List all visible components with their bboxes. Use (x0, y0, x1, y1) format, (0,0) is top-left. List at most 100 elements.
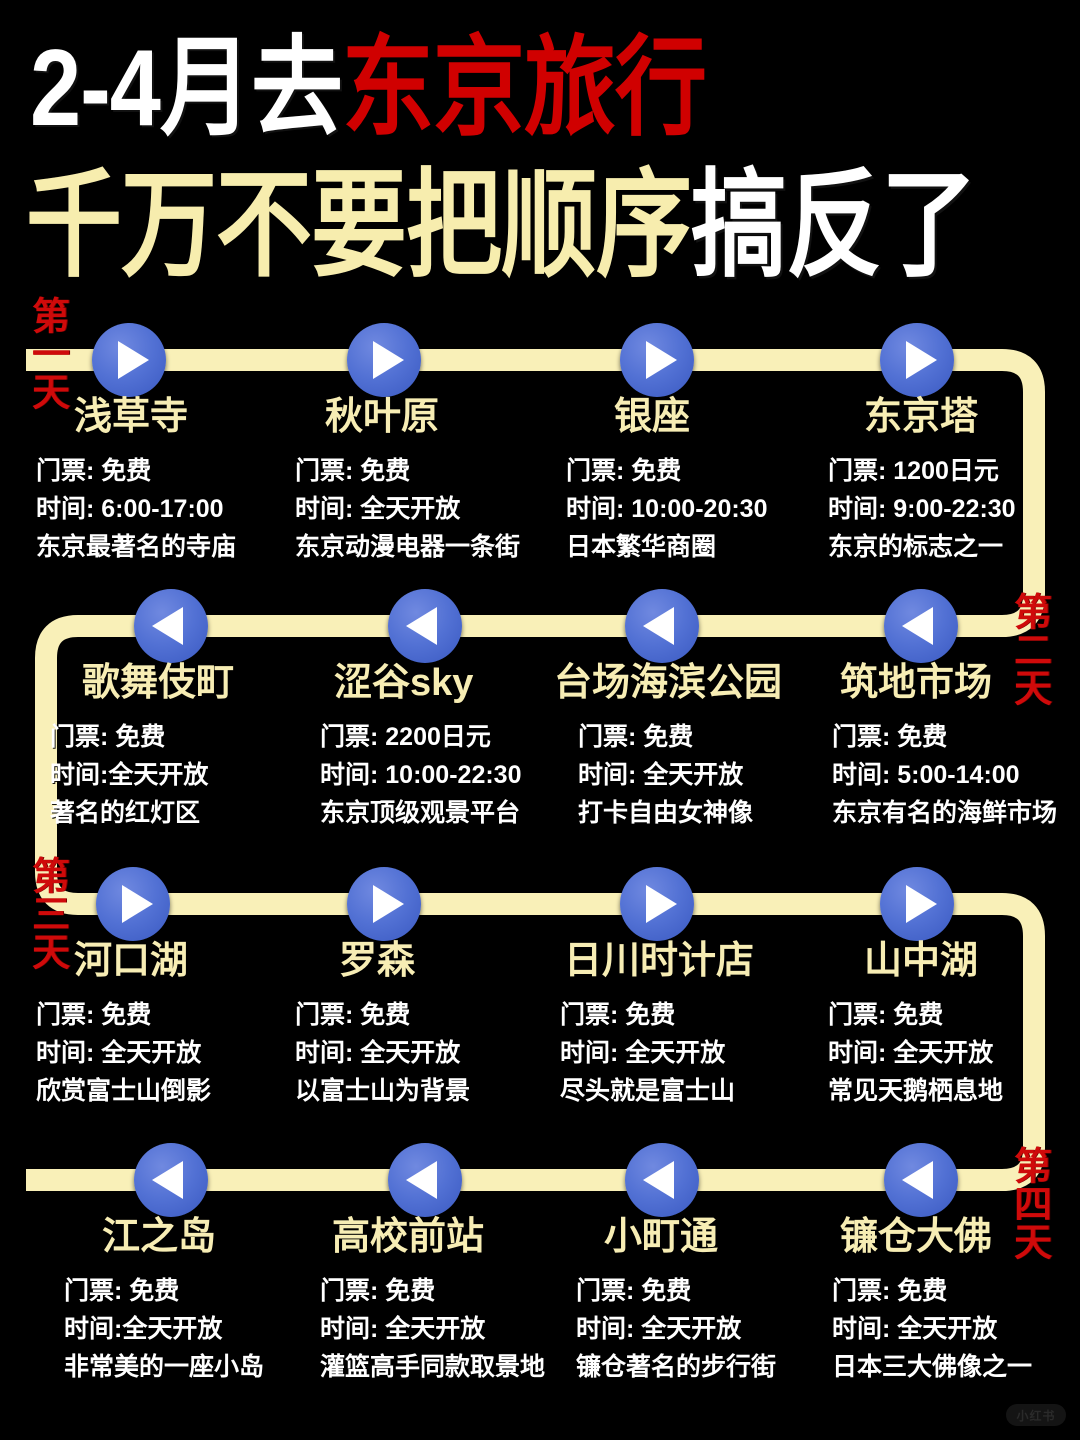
play-right-icon (645, 885, 677, 923)
stop-node-play-10[interactable] (347, 867, 421, 941)
stop-hours: 时间: 全天开放 (36, 1038, 202, 1067)
stop-node-play-11[interactable] (620, 867, 694, 941)
stop-node-back-7[interactable] (625, 589, 699, 663)
stop-name: 秋叶原 (325, 396, 440, 438)
stop-node-play-3[interactable] (620, 323, 694, 397)
stop-name: 江之岛 (102, 1216, 217, 1258)
stop-card[interactable]: 高校前站 门票: 免费 时间: 全天开放 灌篮高手同款取景地 (320, 1217, 578, 1386)
play-left-icon (642, 607, 674, 645)
headline-line1-red: 东京旅行 (341, 28, 707, 149)
play-right-icon (905, 341, 937, 379)
stop-note: 常见天鹅栖息地 (828, 1076, 1004, 1105)
stop-node-back-5[interactable] (134, 589, 208, 663)
play-right-icon (121, 885, 153, 923)
stop-hours: 时间: 全天开放 (560, 1038, 726, 1067)
headline-line2-white: 搞反了 (691, 160, 977, 292)
stop-hours: 时间: 全天开放 (832, 1314, 998, 1343)
stop-node-back-13[interactable] (134, 1143, 208, 1217)
stop-name: 河口湖 (74, 940, 189, 982)
stop-hours: 时间: 10:00-22:30 (320, 760, 522, 789)
play-right-icon (905, 885, 937, 923)
play-right-icon (117, 341, 149, 379)
stop-node-play-4[interactable] (880, 323, 954, 397)
stop-card[interactable]: 歌舞伎町 门票: 免费 时间:全天开放 著名的红灯区 (50, 662, 308, 832)
stop-node-back-8[interactable] (884, 589, 958, 663)
stop-note: 镰仓著名的步行街 (576, 1352, 777, 1381)
stop-ticket: 门票: 1200日元 (828, 456, 999, 485)
stop-card[interactable]: 山中湖 门票: 免费 时间: 全天开放 常见天鹅栖息地 (828, 940, 1080, 1110)
stop-node-play-2[interactable] (347, 323, 421, 397)
stop-note: 非常美的一座小岛 (64, 1352, 265, 1381)
stop-card[interactable]: 浅草寺 门票: 免费 时间: 6:00-17:00 东京最著名的寺庙 (36, 397, 294, 566)
stop-hours: 时间:全天开放 (50, 760, 209, 789)
stop-ticket: 门票: 免费 (576, 1276, 692, 1305)
play-left-icon (901, 607, 933, 645)
stop-node-back-15[interactable] (625, 1143, 699, 1217)
stop-node-back-6[interactable] (388, 589, 462, 663)
stop-card[interactable]: 日川时计店 门票: 免费 时间: 全天开放 尽头就是富士山 (560, 941, 818, 1110)
stop-ticket: 门票: 免费 (64, 1276, 180, 1305)
stop-name: 山中湖 (864, 940, 979, 982)
stop-note: 著名的红灯区 (50, 798, 201, 827)
stop-node-back-14[interactable] (388, 1143, 462, 1217)
stop-node-back-16[interactable] (884, 1143, 958, 1217)
stop-node-play-9[interactable] (96, 867, 170, 941)
stop-card[interactable]: 银座 门票: 免费 时间: 10:00-20:30 日本繁华商圈 (566, 396, 824, 566)
stop-card[interactable]: 台场海滨公园 门票: 免费 时间: 全天开放 打卡自由女神像 (554, 662, 812, 832)
stop-ticket: 门票: 免费 (320, 1276, 436, 1305)
stop-card[interactable]: 镰仓大佛 门票: 免费 时间: 全天开放 日本三大佛像之一 (832, 1216, 1080, 1386)
stop-card[interactable]: 小町通 门票: 免费 时间: 全天开放 镰仓著名的步行街 (556, 1216, 814, 1386)
stop-card[interactable]: 东京塔 门票: 1200日元 时间: 9:00-22:30 东京的标志之一 (828, 397, 1080, 566)
stop-node-play-1[interactable] (92, 323, 166, 397)
stop-note: 灌篮高手同款取景地 (320, 1352, 546, 1381)
stop-hours: 时间:全天开放 (64, 1314, 223, 1343)
play-left-icon (405, 607, 437, 645)
stop-note: 东京的标志之一 (828, 532, 1004, 561)
play-right-icon (372, 341, 404, 379)
stop-name: 筑地市场 (840, 662, 993, 704)
stop-ticket: 门票: 免费 (832, 1276, 948, 1305)
stop-card[interactable]: 涩谷sky 门票: 2200日元 时间: 10:00-22:30 东京顶级观景平… (320, 663, 578, 832)
stop-card[interactable]: 罗森 门票: 免费 时间: 全天开放 以富士山为背景 (295, 941, 553, 1110)
stop-node-play-12[interactable] (880, 867, 954, 941)
headline-line-2: 千万不要把顺序搞反了 (26, 167, 977, 285)
stop-hours: 时间: 全天开放 (320, 1314, 486, 1343)
headline-line1-white: 2-4月去 (30, 28, 343, 149)
stop-ticket: 门票: 免费 (295, 456, 411, 485)
stop-name: 歌舞伎町 (82, 662, 235, 704)
stop-ticket: 门票: 免费 (560, 1000, 676, 1029)
stop-note: 东京有名的海鲜市场 (832, 798, 1058, 827)
play-left-icon (642, 1161, 674, 1199)
stop-ticket: 门票: 免费 (36, 456, 152, 485)
stop-name: 银座 (614, 396, 691, 438)
play-left-icon (405, 1161, 437, 1199)
stop-ticket: 门票: 2200日元 (320, 722, 491, 751)
stop-name: 镰仓大佛 (840, 1216, 993, 1258)
stop-note: 日本繁华商圈 (566, 532, 717, 561)
stop-card[interactable]: 河口湖 门票: 免费 时间: 全天开放 欣赏富士山倒影 (36, 940, 294, 1110)
stop-note: 尽头就是富士山 (560, 1076, 736, 1105)
day-label-4: 第四天 (1007, 1146, 1050, 1260)
stop-name: 台场海滨公园 (554, 662, 783, 704)
stop-note: 东京顶级观景平台 (320, 798, 521, 827)
day-label-2: 第二天 (1007, 592, 1050, 706)
stop-note: 日本三大佛像之一 (832, 1352, 1033, 1381)
stop-ticket: 门票: 免费 (832, 722, 948, 751)
stop-hours: 时间: 全天开放 (578, 760, 744, 789)
page-title: 2-4月去东京旅行 千万不要把顺序搞反了 (0, 0, 1080, 290)
stop-note: 东京动漫电器一条街 (295, 532, 521, 561)
play-left-icon (151, 1161, 183, 1199)
stop-hours: 时间: 全天开放 (828, 1038, 994, 1067)
stop-card[interactable]: 江之岛 门票: 免费 时间:全天开放 非常美的一座小岛 (64, 1216, 322, 1386)
day-label-1: 第一天 (25, 296, 68, 410)
play-left-icon (151, 607, 183, 645)
play-left-icon (901, 1161, 933, 1199)
stop-hours: 时间: 全天开放 (295, 494, 461, 523)
stop-card[interactable]: 筑地市场 门票: 免费 时间: 5:00-14:00 东京有名的海鲜市场 (832, 662, 1080, 832)
stop-ticket: 门票: 免费 (36, 1000, 152, 1029)
play-right-icon (645, 341, 677, 379)
stop-name: 小町通 (604, 1216, 719, 1258)
stop-card[interactable]: 秋叶原 门票: 免费 时间: 全天开放 东京动漫电器一条街 (295, 396, 553, 566)
headline-line-1: 2-4月去东京旅行 (30, 34, 707, 143)
watermark-badge: 小红书 (1006, 1404, 1066, 1426)
